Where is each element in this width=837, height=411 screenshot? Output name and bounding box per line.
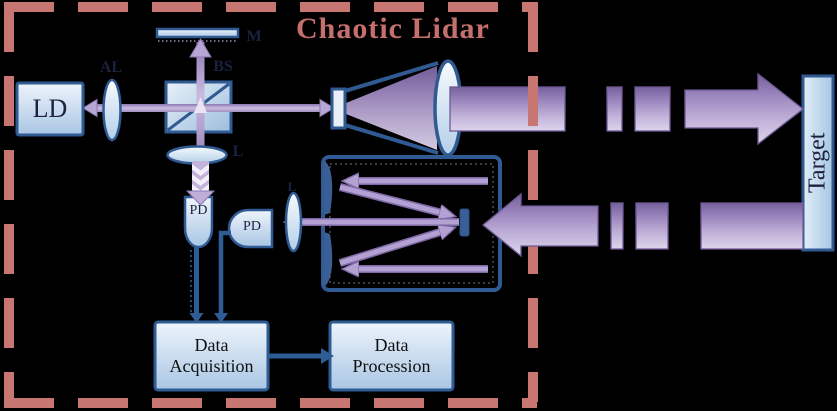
arrowhead-pd1 — [189, 313, 204, 323]
beam-horizontal — [82, 97, 335, 118]
arrowhead-pd2 — [214, 313, 228, 323]
laser-diode-box — [15, 81, 85, 137]
primary-mirror-top — [323, 160, 333, 215]
secondary-mirror — [459, 208, 470, 237]
beam-vertical — [189, 38, 212, 148]
photodetector-2 — [227, 208, 274, 249]
target-box — [801, 74, 835, 252]
return-arrow — [481, 192, 599, 258]
arrowhead-dp — [321, 348, 334, 364]
mirror-m — [155, 27, 240, 39]
transmit-arrow — [684, 72, 805, 146]
lens-receive — [284, 191, 303, 253]
beam-focused-arrowhead — [185, 190, 216, 206]
dashed-border-right — [528, 2, 538, 402]
aspheric-lens — [102, 78, 122, 142]
photodetector-1 — [183, 195, 214, 249]
return-beam — [481, 192, 804, 258]
dashed-border-top — [4, 2, 537, 12]
dashed-border-left — [4, 2, 14, 408]
dashed-border-bottom — [4, 398, 537, 408]
signal-lines — [190, 230, 231, 316]
primary-mirror-bottom — [323, 232, 333, 287]
transmit-beam — [449, 72, 805, 146]
